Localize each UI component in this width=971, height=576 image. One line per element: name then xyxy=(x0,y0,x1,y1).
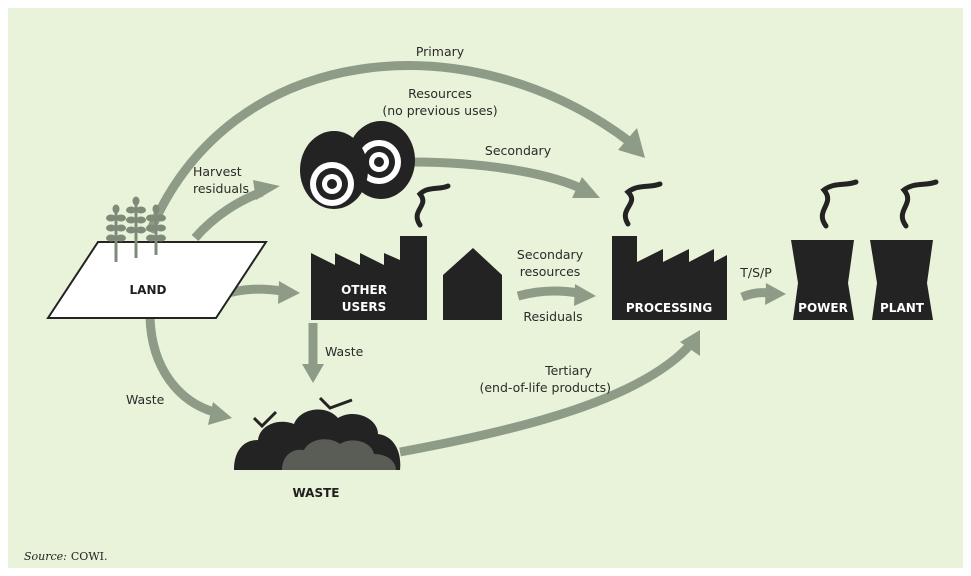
waste-left-label: Waste xyxy=(126,392,165,407)
source-caption-prefix: Source: xyxy=(24,550,67,563)
harvest-label-line2: residuals xyxy=(193,181,249,196)
tertiary-label-line1: Tertiary xyxy=(544,363,593,378)
harvest-label-line1: Harvest xyxy=(193,164,242,179)
hay-bales-icon xyxy=(300,121,415,209)
bird-icon xyxy=(318,396,353,410)
other-users-label-line1: OTHER xyxy=(341,283,387,297)
power-cooling-tower-icon xyxy=(791,240,854,320)
plant-smoke-icon xyxy=(899,179,939,229)
tertiary-label-line2: (end-of-life products) xyxy=(479,380,611,395)
secondary-arrowhead xyxy=(572,177,600,198)
harvest-arrowhead xyxy=(253,180,280,200)
land-node: LAND xyxy=(46,196,268,319)
plant-cooling-tower-icon xyxy=(870,240,933,320)
power-plant-icon: POWER PLANT xyxy=(791,179,939,320)
other-users-smoke-icon xyxy=(414,183,451,228)
tertiary-arrow xyxy=(399,341,694,457)
power-smoke-icon xyxy=(819,179,859,229)
tsp-label: T/S/P xyxy=(739,265,772,280)
secondary-resources-label-line1: Secondary xyxy=(517,247,584,262)
source-caption: Source: COWI. xyxy=(24,550,107,563)
residuals-label: Residuals xyxy=(523,309,582,324)
primary-arrow xyxy=(145,61,633,234)
resources-label-line1: Resources xyxy=(408,86,472,101)
tsp-arrowhead xyxy=(765,283,786,305)
storage-shed-icon xyxy=(443,248,502,320)
land-to-waste-arrowhead xyxy=(208,402,232,425)
residuals-arrow xyxy=(516,286,579,301)
land-to-waste-arrow xyxy=(145,317,216,417)
secondary-resources-label-line2: resources xyxy=(520,264,581,279)
other-users-factory-icon: OTHER USERS xyxy=(311,183,451,320)
tsp-arrow xyxy=(740,288,769,302)
primary-label: Primary xyxy=(416,44,465,59)
power-label: POWER xyxy=(798,301,848,315)
tertiary-arrowhead xyxy=(680,330,700,356)
residuals-arrowhead xyxy=(574,284,596,306)
processing-smoke-icon xyxy=(622,181,663,227)
waste-heap-icon: WASTE xyxy=(234,396,401,500)
primary-arrowhead xyxy=(618,128,645,158)
land-parcel-icon xyxy=(46,241,268,319)
bird-icon xyxy=(252,410,278,429)
other-users-label-line2: USERS xyxy=(342,300,386,314)
resources-label-line2: (no previous uses) xyxy=(382,103,497,118)
source-caption-value: COWI. xyxy=(71,550,108,563)
processing-label: PROCESSING xyxy=(626,301,712,315)
processing-factory-icon: PROCESSING xyxy=(612,181,727,320)
plant-label: PLANT xyxy=(880,301,925,315)
secondary-arrow xyxy=(411,157,582,193)
waste-label: WASTE xyxy=(292,486,339,500)
crop-stalks-icon xyxy=(106,196,166,262)
land-to-users-arrowhead xyxy=(278,281,300,304)
land-label: LAND xyxy=(130,283,167,297)
users-to-waste-arrowhead xyxy=(302,364,324,383)
secondary-label: Secondary xyxy=(485,143,552,158)
waste-down-label: Waste xyxy=(325,344,364,359)
